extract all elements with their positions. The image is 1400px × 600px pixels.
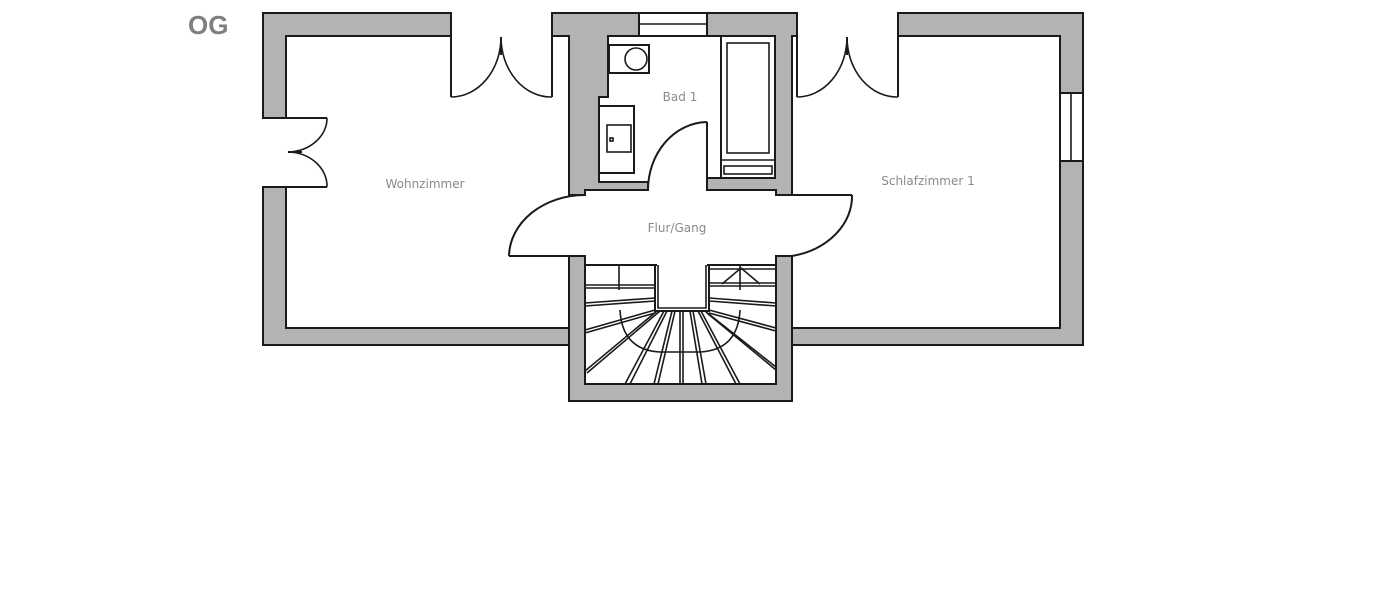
room-label-schlafzimmer1: Schlafzimmer 1 [881,174,975,188]
wohnzimmer-top-door[interactable] [450,36,553,98]
room-label-bad1: Bad 1 [663,90,698,104]
staircase [584,264,777,385]
washbasin [598,105,635,174]
bad-window [638,12,708,37]
flur-right-door[interactable] [776,194,854,257]
floor-label: OG [188,10,229,40]
bad-door[interactable] [647,121,708,191]
schlafzimmer-window [1059,92,1084,162]
schlafzimmer-top-door[interactable] [796,36,899,98]
wohnzimmer-left-door[interactable] [286,117,328,188]
bathtub [720,35,776,179]
room-label-flur: Flur/Gang [648,221,707,235]
room-label-wohnzimmer: Wohnzimmer [385,177,464,191]
flur-left-door[interactable] [508,194,586,257]
toilet [608,44,650,74]
